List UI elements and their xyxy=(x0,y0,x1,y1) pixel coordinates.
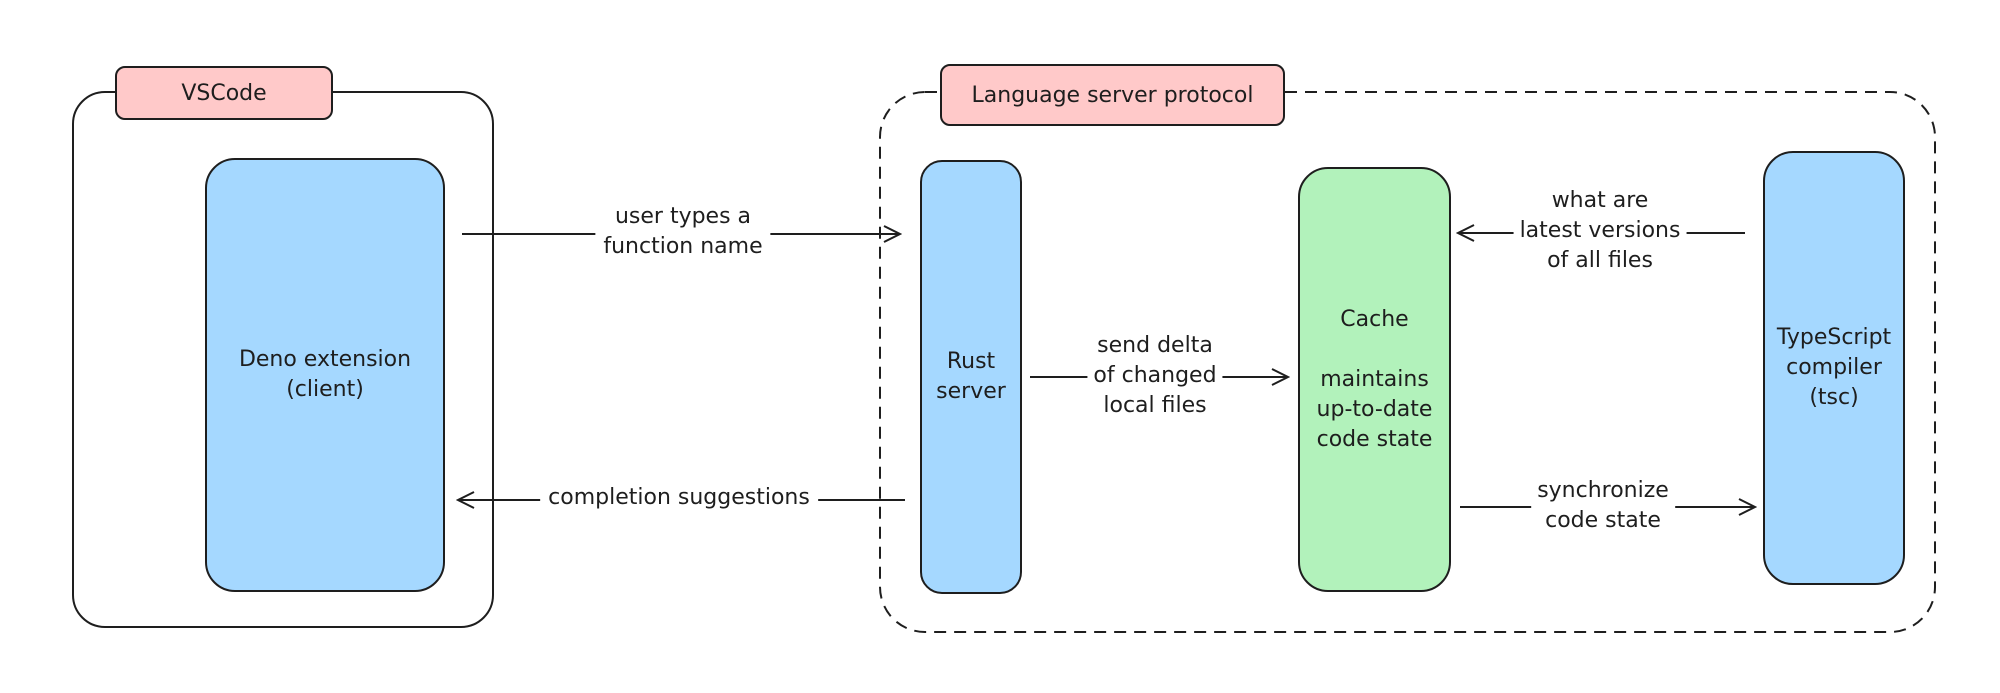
cache-node: Cache maintains up-to-date code state xyxy=(1298,167,1451,592)
lsp-tag-label: Language server protocol xyxy=(971,82,1254,108)
completion-label: completion suggestions xyxy=(540,483,818,513)
deno-extension-node: Deno extension (client) xyxy=(205,158,445,592)
typescript-compiler-label: TypeScript compiler (tsc) xyxy=(1776,325,1892,410)
vscode-tag-label: VSCode xyxy=(181,80,267,106)
user-types-label: user types a function name xyxy=(595,202,771,262)
rust-server-node: Rust server xyxy=(920,160,1022,594)
cache-description: maintains up-to-date code state xyxy=(1316,366,1433,452)
lsp-container xyxy=(879,91,1936,633)
send-delta-label: send delta of changed local files xyxy=(1087,331,1223,421)
typescript-compiler-node: TypeScript compiler (tsc) xyxy=(1763,151,1905,585)
latest-versions-label: what are latest versions of all files xyxy=(1513,186,1687,276)
vscode-tag: VSCode xyxy=(115,66,333,120)
lsp-tag: Language server protocol xyxy=(940,64,1285,126)
deno-extension-label: Deno extension (client) xyxy=(238,347,412,402)
rust-server-label: Rust server xyxy=(936,349,1006,404)
cache-title: Cache xyxy=(1340,306,1409,332)
synchronize-label: synchronize code state xyxy=(1531,476,1675,536)
